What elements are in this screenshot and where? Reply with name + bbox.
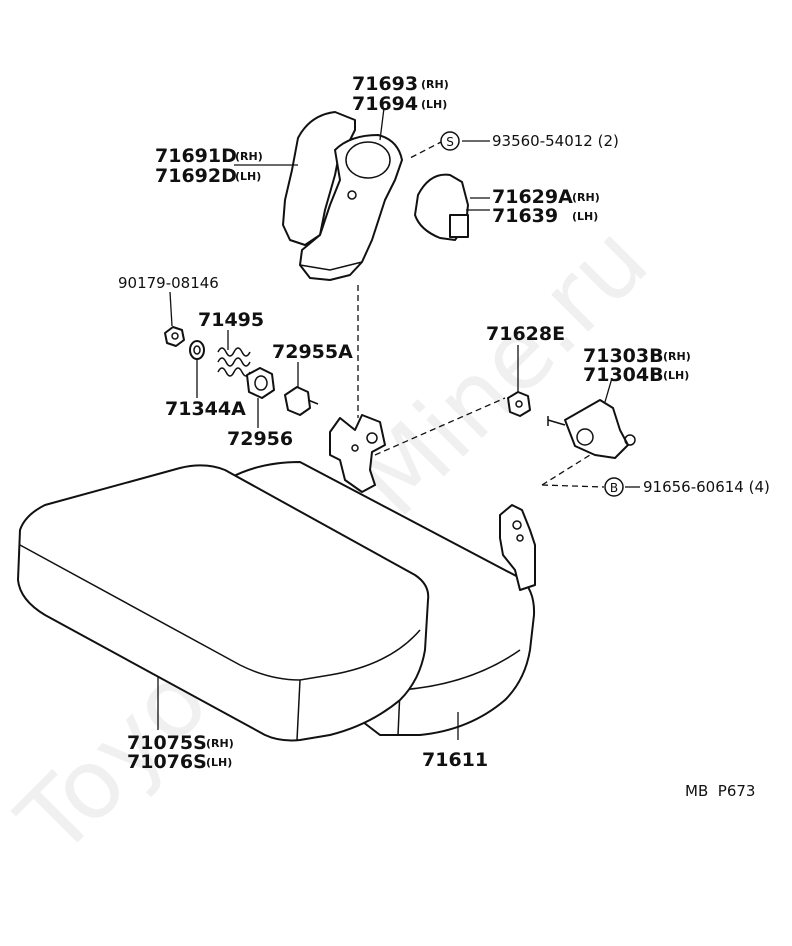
label-71344A: 71344A (165, 398, 246, 420)
svg-text:B: B (610, 481, 618, 495)
part-72955A (284, 386, 319, 416)
label-71639: 71639 (492, 205, 558, 227)
leader-lines (157, 107, 640, 740)
label-71694: 71694 (352, 93, 418, 115)
label-71691D-side: (RH) (235, 150, 263, 163)
label-71075S-side: (RH) (206, 737, 234, 750)
label-71076S: 71076S (127, 751, 207, 773)
label-71694-side: (LH) (421, 98, 447, 111)
label-72956: 72956 (227, 428, 293, 450)
badge-b: B (604, 477, 624, 497)
label-71691D: 71691D (155, 145, 237, 167)
label-71076S-side: (LH) (206, 756, 232, 769)
label-93560-54012: 93560-54012 (2) (492, 132, 619, 150)
nut-90179-08146 (164, 326, 185, 347)
label-71075S: 71075S (127, 732, 207, 754)
hinge-bracket-left (329, 414, 386, 493)
label-71692D-side: (LH) (235, 170, 261, 183)
label-71611: 71611 (422, 749, 488, 771)
label-71693: 71693 (352, 73, 418, 95)
reference-code: MB P673 (685, 782, 755, 800)
nut-71628E (507, 391, 531, 417)
label-71639-side: (LH) (572, 210, 598, 223)
label-71304B-side: (LH) (663, 369, 689, 382)
spring-71495 (217, 347, 251, 377)
label-71495: 71495 (198, 309, 264, 331)
label-71628E: 71628E (486, 323, 565, 345)
washer-71344A (189, 340, 205, 360)
label-71629A-side: (RH) (572, 191, 600, 204)
label-71692D: 71692D (155, 165, 237, 187)
dashed-lines (357, 140, 605, 488)
label-71693-side: (RH) (421, 78, 449, 91)
hinge-bracket-right (499, 504, 536, 591)
badge-s: S (440, 131, 460, 151)
label-71304B: 71304B (583, 364, 664, 386)
part-71629A (414, 173, 469, 241)
label-90179-08146: 90179-08146 (118, 274, 219, 292)
label-72955A: 72955A (272, 341, 353, 363)
label-71303B-side: (RH) (663, 350, 691, 363)
label-71629A: 71629A (492, 186, 573, 208)
seat-cushion-71075S (17, 464, 430, 742)
hinge-71303B (547, 399, 636, 459)
label-91656-60614: 91656-60614 (4) (643, 478, 770, 496)
part-72956 (246, 367, 275, 399)
label-71303B: 71303B (583, 345, 664, 367)
seat-hinge-cover (282, 111, 403, 281)
svg-text:S: S (446, 135, 454, 149)
